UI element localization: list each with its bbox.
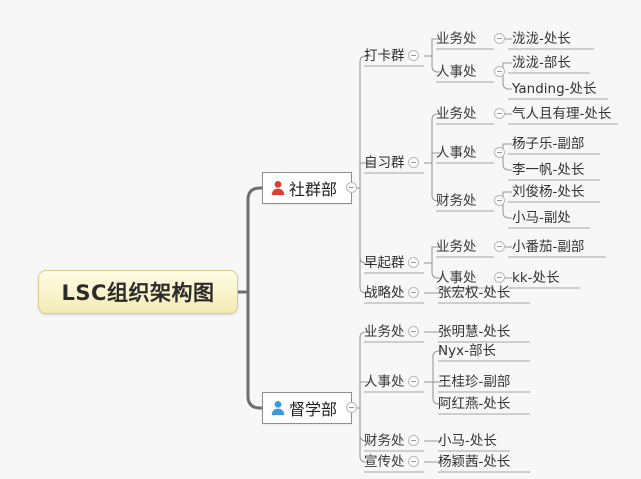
member-node-8[interactable]: 小马-副处 — [512, 210, 571, 226]
member-node-16[interactable]: 小马-处长 — [438, 433, 497, 449]
dept-label: 督学部 — [289, 400, 338, 419]
toggle-office-1[interactable] — [494, 33, 505, 44]
toggle-zaoqiqun[interactable] — [408, 257, 419, 268]
toggle-office-8[interactable] — [408, 326, 419, 337]
member-node-2[interactable]: 泷泷-部长 — [512, 55, 571, 71]
office-node-1[interactable]: 业务处 — [436, 31, 477, 47]
office-node-6[interactable]: 业务处 — [436, 239, 477, 255]
toggle-duxuebu[interactable] — [346, 402, 357, 413]
member-node-10[interactable]: kk-处长 — [512, 270, 560, 286]
toggle-shequnbu[interactable] — [346, 182, 357, 193]
group-node-dakaqun[interactable]: 打卡群 — [364, 48, 405, 64]
member-node-6[interactable]: 李一帆-处长 — [512, 162, 585, 178]
office-node-10[interactable]: 财务处 — [364, 433, 405, 449]
toggle-zhanlue[interactable] — [408, 287, 419, 298]
group-node-zaoqiqun[interactable]: 早起群 — [364, 255, 405, 271]
office-node-7[interactable]: 人事处 — [436, 270, 477, 286]
toggle-office-6[interactable] — [494, 241, 505, 252]
toggle-office-7[interactable] — [494, 272, 505, 283]
office-node-11[interactable]: 宣传处 — [364, 454, 405, 470]
toggle-office-10[interactable] — [408, 435, 419, 446]
person-icon — [271, 181, 285, 195]
toggle-office-5[interactable] — [494, 195, 505, 206]
group-node-zixiqun[interactable]: 自习群 — [364, 155, 405, 171]
member-node-3[interactable]: Yanding-处长 — [512, 81, 597, 97]
office-node-5[interactable]: 财务处 — [436, 193, 477, 209]
root-node[interactable]: LSC组织架构图 — [38, 270, 238, 314]
office-node-3[interactable]: 业务处 — [436, 106, 477, 122]
dept-node-shequnbu[interactable]: 社群部 — [262, 172, 352, 204]
toggle-zixiqun[interactable] — [408, 157, 419, 168]
office-node-4[interactable]: 人事处 — [436, 145, 477, 161]
member-node-9[interactable]: 小番茄-副部 — [512, 239, 585, 255]
member-node-12[interactable]: 张明慧-处长 — [438, 324, 511, 340]
dept-label: 社群部 — [289, 180, 338, 199]
member-node-15[interactable]: 阿红燕-处长 — [438, 396, 511, 412]
toggle-office-9[interactable] — [408, 376, 419, 387]
member-node-13[interactable]: Nyx-部长 — [438, 343, 496, 359]
member-node-14[interactable]: 王桂珍-副部 — [438, 374, 511, 390]
person-icon — [271, 401, 285, 415]
member-node-17[interactable]: 杨颖茜-处长 — [438, 454, 511, 470]
member-node-7[interactable]: 刘俊杨-处长 — [512, 184, 585, 200]
office-node-2[interactable]: 人事处 — [436, 64, 477, 80]
member-node-1[interactable]: 泷泷-处长 — [512, 31, 571, 47]
toggle-dakaqun[interactable] — [408, 50, 419, 61]
root-label: LSC组织架构图 — [61, 281, 215, 305]
member-node-11[interactable]: 张宏权-处长 — [438, 285, 511, 301]
member-node-4[interactable]: 气人且有理-处长 — [512, 106, 612, 122]
office-node-8[interactable]: 业务处 — [364, 324, 405, 340]
toggle-office-3[interactable] — [494, 108, 505, 119]
group-node-zhanluechu[interactable]: 战略处 — [364, 285, 405, 301]
toggle-office-11[interactable] — [408, 456, 419, 467]
dept-node-duxuebu[interactable]: 督学部 — [262, 392, 352, 424]
member-node-5[interactable]: 杨子乐-副部 — [512, 136, 585, 152]
toggle-office-4[interactable] — [494, 147, 505, 158]
office-node-9[interactable]: 人事处 — [364, 374, 405, 390]
toggle-office-2[interactable] — [494, 66, 505, 77]
